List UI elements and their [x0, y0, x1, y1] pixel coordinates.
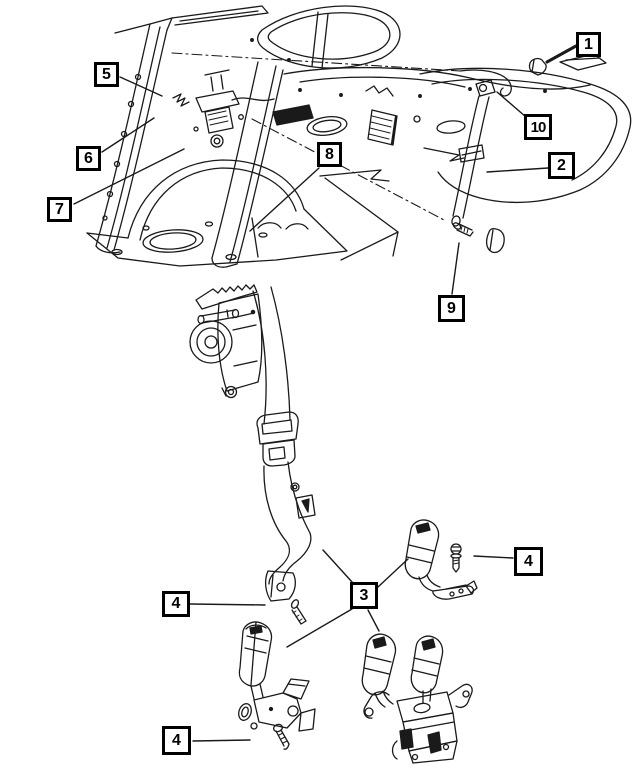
buckle-dual-assembly [361, 633, 473, 764]
body-structure-drawing [86, 5, 632, 268]
callout-5[interactable]: 5 [94, 62, 119, 87]
callout-4-right-buckle[interactable]: 4 [514, 547, 543, 576]
anchor-screw [290, 599, 307, 625]
callout-2[interactable]: 2 [548, 152, 575, 179]
callout-1[interactable]: 1 [576, 32, 601, 57]
belt-anchor-plate [264, 570, 296, 602]
leader-lines [73, 44, 578, 742]
callout-5-label: 5 [102, 65, 111, 83]
callout-7[interactable]: 7 [47, 197, 72, 222]
callout-1-label: 1 [584, 35, 593, 53]
callout-6[interactable]: 6 [76, 146, 101, 171]
callout-4a-label: 4 [171, 595, 181, 612]
anchor-end-cap [485, 227, 505, 254]
callout-4-belt-anchor[interactable]: 4 [162, 591, 190, 617]
callout-3-label: 3 [359, 586, 369, 604]
callout-9[interactable]: 9 [438, 295, 465, 322]
upper-cover-cap [528, 57, 547, 76]
callout-4b-label: 4 [524, 552, 533, 570]
callout-4c-label: 4 [172, 731, 181, 749]
retractor-belt-assembly [189, 284, 316, 625]
callout-10[interactable]: 10 [524, 114, 552, 140]
callout-3[interactable]: 3 [350, 582, 378, 609]
callout-9-label: 9 [447, 299, 456, 317]
callout-2-label: 2 [557, 156, 566, 174]
callout-8[interactable]: 8 [317, 142, 342, 167]
callout-4-lower-buckle[interactable]: 4 [162, 726, 191, 755]
upper-belt-strap [451, 57, 547, 254]
buckle-inner-left [238, 621, 316, 750]
lower-anchor-bolt [452, 222, 474, 237]
latch-plate [256, 411, 299, 467]
callout-6-label: 6 [84, 149, 93, 167]
callout-8-label: 8 [325, 145, 334, 163]
buckle-screw-left [272, 723, 290, 750]
callout-10-label: 10 [530, 118, 547, 136]
callout-7-label: 7 [55, 200, 64, 218]
buckle-inner-right [404, 519, 478, 600]
buckle-screw-right [450, 543, 462, 573]
